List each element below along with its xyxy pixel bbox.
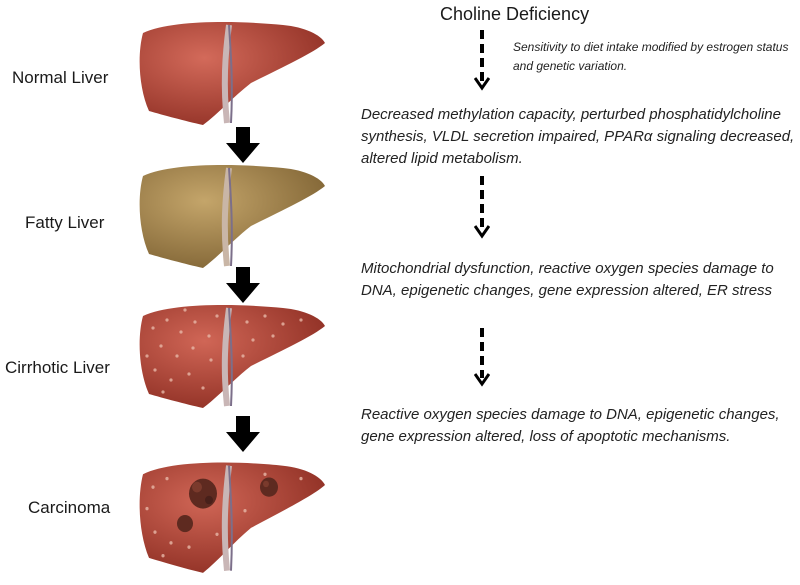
- stage-label-normal: Normal Liver: [12, 68, 109, 87]
- cirrhotic-nodules: [145, 308, 303, 394]
- tumor-large: [189, 478, 217, 509]
- arrow-fatty-to-cirrhotic: [226, 267, 260, 303]
- dashed-arrow-3: [474, 328, 490, 387]
- liver-vessel: [228, 465, 233, 571]
- dashed-arrow-2: [474, 176, 490, 239]
- mechanism-title: Choline Deficiency: [440, 4, 590, 24]
- liver-vessel: [228, 167, 233, 267]
- carcinoma-liver-image: [139, 462, 325, 573]
- liver-ligament: [221, 24, 232, 124]
- stage-label-carcinoma: Carcinoma: [28, 498, 111, 517]
- mechanism-note: Sensitivity to diet intake modified by e…: [513, 40, 789, 73]
- mechanism-step-3: Reactive oxygen species damage to DNA, e…: [361, 406, 780, 445]
- stage-label-fatty: Fatty Liver: [25, 213, 105, 232]
- mechanism-step-2: Mitochondrial dysfunction, reactive oxyg…: [361, 260, 774, 299]
- arrow-cirrhotic-to-carcinoma: [226, 416, 260, 452]
- dashed-arrow-1: [474, 30, 490, 91]
- tumor-masses: [177, 477, 278, 533]
- tumor-right: [260, 477, 278, 497]
- tumor-small-left: [177, 515, 193, 533]
- liver-vessel: [228, 307, 233, 407]
- normal-liver-image: [139, 22, 325, 125]
- arrow-normal-to-fatty: [226, 127, 260, 163]
- liver-vessel: [228, 24, 233, 124]
- stage-label-cirrhotic: Cirrhotic Liver: [5, 358, 110, 377]
- liver-ligament: [221, 307, 232, 407]
- mechanism-step-1: Decreased methylation capacity, perturbe…: [361, 106, 795, 167]
- carcinoma-nodules: [145, 472, 303, 558]
- liver-ligament: [221, 167, 232, 267]
- liver-ligament: [221, 465, 232, 572]
- cirrhotic-liver-image: [139, 305, 325, 408]
- fatty-liver-image: [139, 165, 325, 268]
